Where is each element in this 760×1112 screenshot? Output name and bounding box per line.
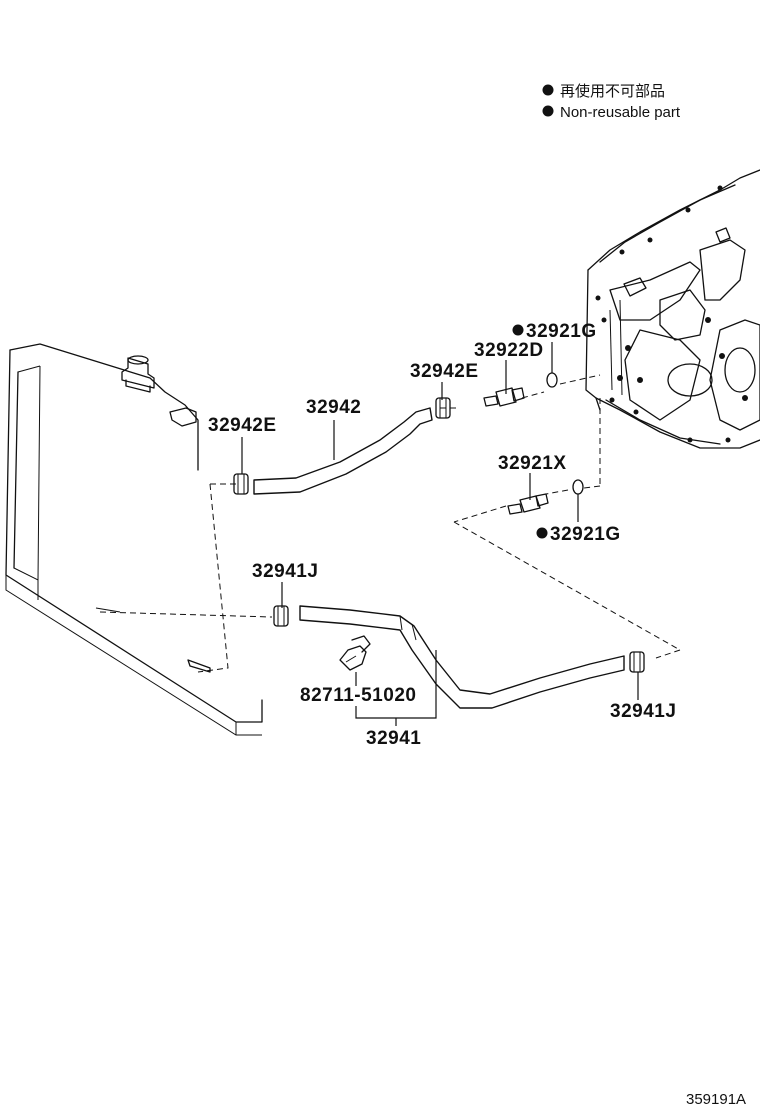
label-32921G-top: 32921G [526, 321, 597, 342]
label-32942: 32942 [306, 397, 361, 418]
legend-bullet-icon [542, 84, 554, 96]
clamp-32941J-right [629, 651, 645, 673]
non-reusable-bullet-icon [512, 324, 524, 336]
label-32941: 32941 [366, 728, 421, 749]
part-labels: 32942E 32942 32942E 32922D 32921G 32921X… [208, 321, 676, 749]
hose-32941 [299, 605, 625, 709]
hose-32942 [253, 407, 433, 495]
label-32941J-right: 32941J [610, 701, 676, 722]
label-32942E-left: 32942E [208, 415, 277, 436]
legend: 再使用不可部品 Non-reusable part [542, 83, 681, 121]
o-ring-32921G-top [546, 372, 558, 388]
label-32922D: 32922D [474, 340, 544, 361]
diagram-code: 359191A [686, 1091, 746, 1108]
leader-lines [241, 342, 639, 726]
union-32921X [507, 493, 549, 515]
radiator-illustration [5, 343, 263, 736]
label-32941J-left: 32941J [252, 561, 318, 582]
label-82711-51020: 82711-51020 [300, 685, 416, 706]
o-ring-32921G-bottom [572, 479, 584, 495]
clamp-32941J-left [273, 605, 289, 627]
engine-block-illustration [585, 169, 760, 449]
clamp-32942E-left [233, 473, 249, 495]
assembly-lines [99, 374, 681, 673]
legend-jp-text: 再使用不可部品 [560, 83, 665, 100]
clamp-32942E-right [435, 397, 451, 419]
label-32921X: 32921X [498, 453, 567, 474]
legend-en-text: Non-reusable part [560, 104, 681, 121]
label-32942E-right: 32942E [410, 361, 479, 382]
legend-bullet-icon [542, 105, 554, 117]
non-reusable-bullet-icon [536, 527, 548, 539]
union-32922D [483, 387, 525, 407]
clip-82711-51020 [339, 635, 371, 671]
label-32921G-bottom: 32921G [550, 524, 621, 545]
